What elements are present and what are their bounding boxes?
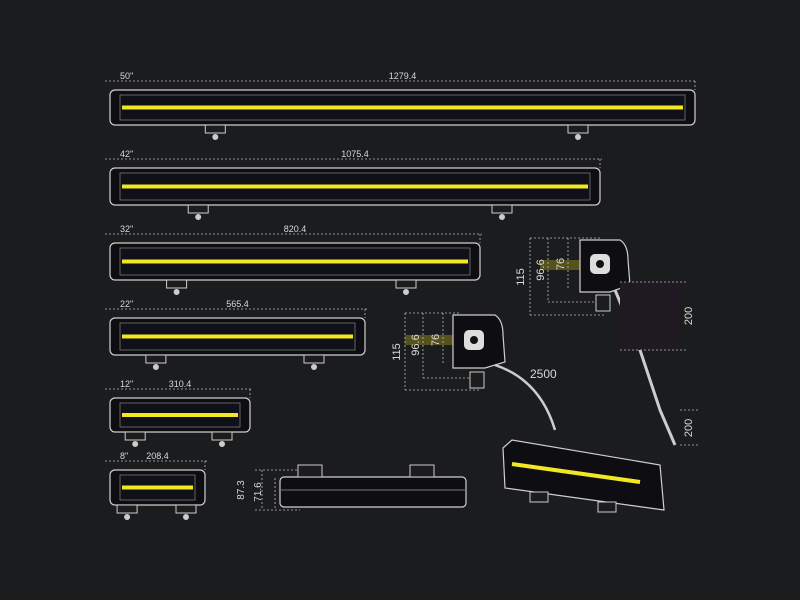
bar-size-label: 42" [120,149,133,159]
led-strip [122,105,683,110]
light-bar-5: 8" 208.4 [105,451,207,520]
end-view-lower: 115 96.6 76 2500 [391,312,557,431]
upper-cable-200-b: 200 [683,419,695,437]
light-bar-2: 32" 820.4 [105,224,482,295]
bar-size-label: 32" [120,224,133,234]
side-height-total: 87.3 [236,480,247,500]
lower-cable-2500: 2500 [530,367,557,381]
lower-dim-76: 76 [430,334,442,346]
lower-dim-115: 115 [391,343,403,361]
mount-bracket [166,279,188,289]
bar-size-label: 50" [120,71,133,81]
bar-size-label: 8" [120,451,128,461]
led-strip [122,334,353,339]
light-bar-1: 42" 1075.4 [105,149,602,220]
mount-bracket [145,354,167,364]
light-bar-4: 12" 310.4 [105,379,252,447]
mount-bracket [187,204,209,214]
led-strip [122,184,588,189]
bar-size-label: 12" [120,379,133,389]
mount-bracket [303,354,325,364]
bar-length-label: 208.4 [146,451,169,461]
led-strip [122,259,468,264]
mount-bracket [491,204,513,214]
mount-bracket [211,431,233,441]
bar-length-label: 310.4 [169,379,192,389]
bar-length-label: 1075.4 [341,149,369,159]
bar-size-label: 22" [120,299,133,309]
upper-cable-200-a: 200 [683,307,695,325]
led-strip [122,413,238,417]
bar-length-label: 820.4 [284,224,307,234]
mount-bracket [175,504,197,514]
mount-bracket [567,124,589,134]
led-strip [122,485,193,490]
upper-dim-76: 76 [555,258,567,270]
light-bar-0: 50" 1279.4 [105,71,697,140]
upper-dim-115: 115 [515,268,527,286]
side-profile-view: 87.3 71.6 [236,464,467,511]
light-bar-3: 22" 565.4 [105,299,367,370]
bar-length-label: 1279.4 [389,71,417,81]
lower-dim-96-6: 96.6 [410,334,422,355]
mount-bracket [116,504,138,514]
mount-bracket [124,431,146,441]
end-view-upper: 115 96.6 76 200 200 [515,237,700,446]
side-height-body: 71.6 [253,482,264,502]
mount-bracket [395,279,417,289]
bar-length-label: 565.4 [226,299,249,309]
upper-dim-96-6: 96.6 [535,259,547,280]
perspective-view [502,439,665,513]
mount-bracket [204,124,226,134]
